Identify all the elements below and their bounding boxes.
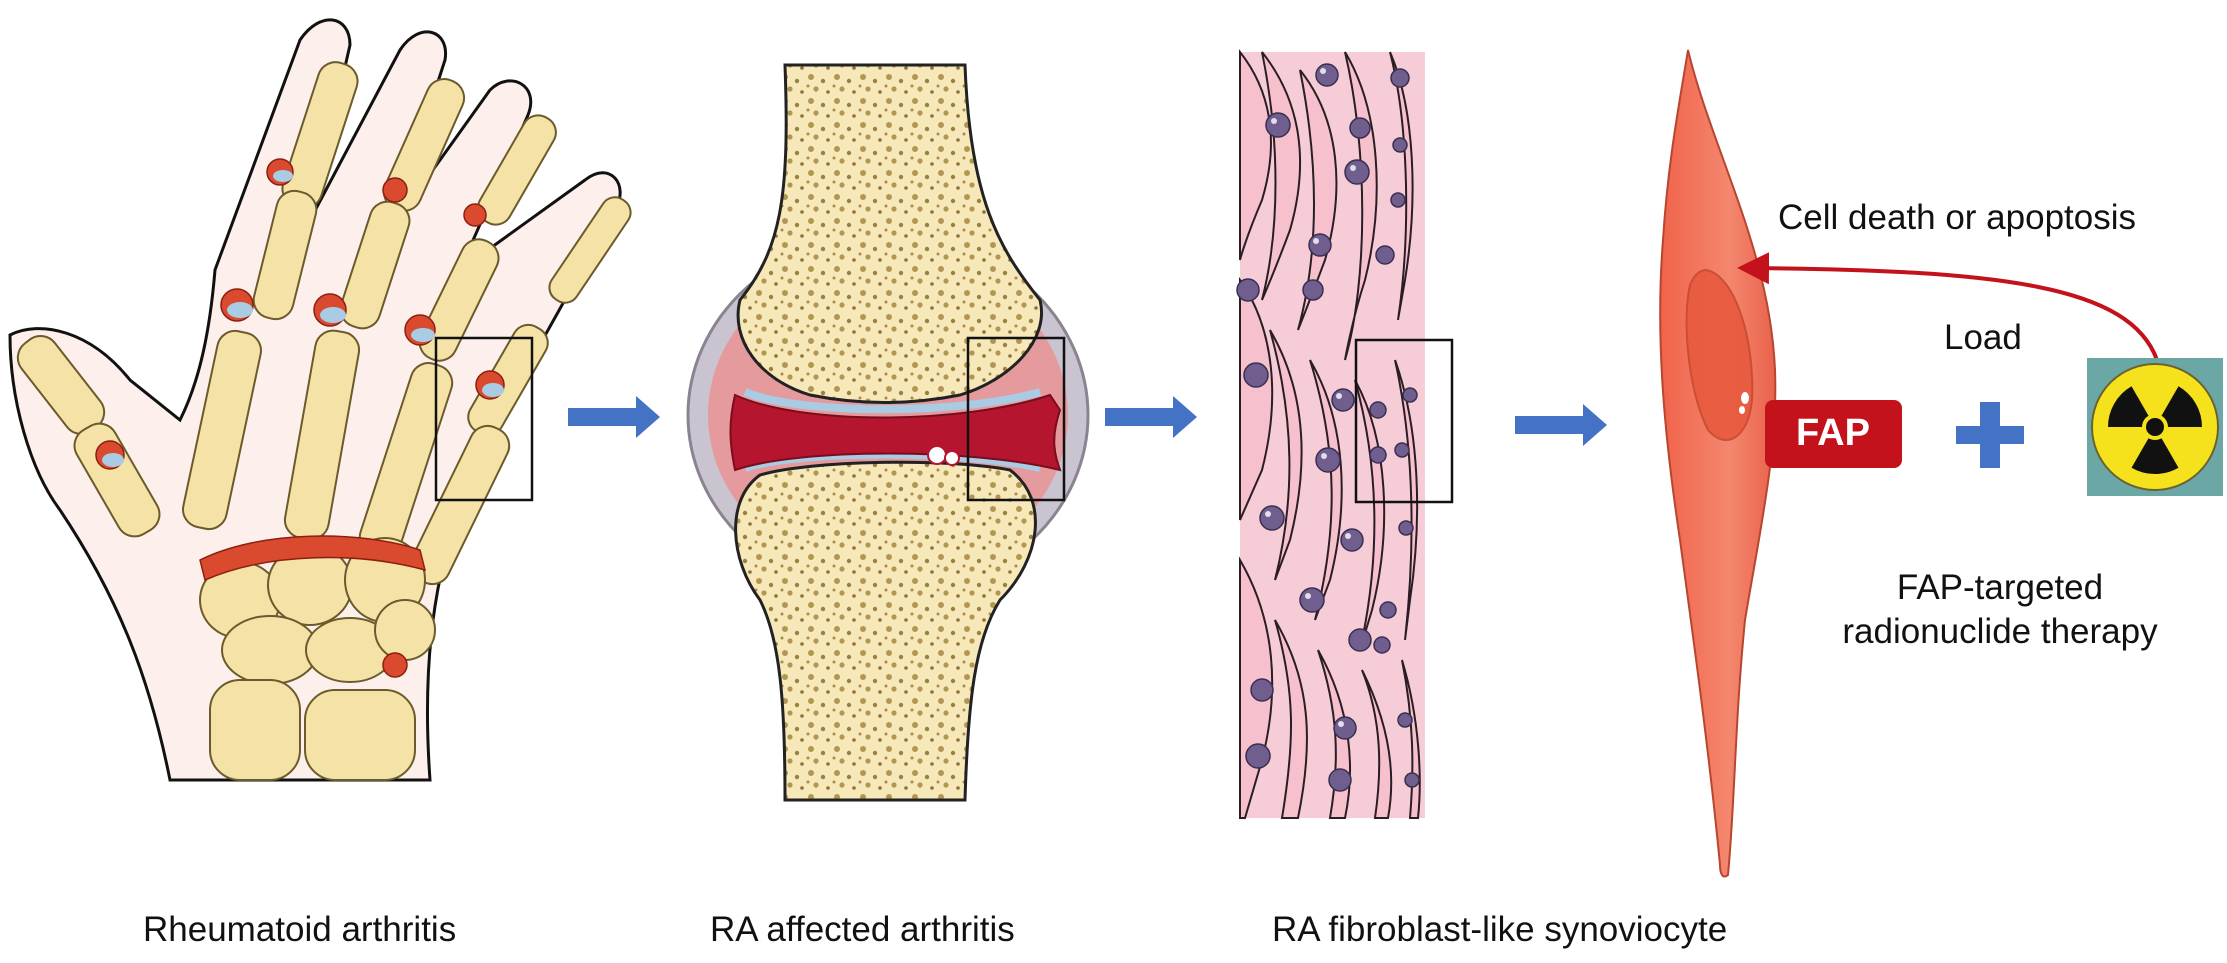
- hand-caption: Rheumatoid arthritis: [143, 910, 457, 949]
- cell-nucleus: [1685, 268, 1754, 441]
- cell-death-arrow: [1737, 252, 2159, 361]
- radiation-icon: [2087, 358, 2223, 496]
- arrow-right-icon: [1515, 404, 1607, 446]
- hand-illustration: [8, 18, 632, 782]
- tissue-illustration: [1236, 49, 1454, 819]
- joint-zoom-box: [966, 336, 1066, 502]
- fap-badge: FAP: [1765, 400, 1902, 468]
- inflamed-synovium: [729, 393, 1062, 472]
- therapy-label-line1: FAP-targeted: [1896, 568, 2104, 607]
- effect-label: Cell death or apoptosis: [1778, 198, 2136, 237]
- lower-bone: [734, 460, 1037, 802]
- upper-bone: [736, 63, 1043, 404]
- joint-illustration: [686, 63, 1090, 802]
- fibroblast-cell: [1659, 49, 1777, 878]
- joint-caption: RA affected arthritis: [710, 910, 1015, 949]
- load-label: Load: [1944, 318, 2022, 357]
- fap-label: FAP: [1796, 412, 1870, 454]
- hand-zoom-box: [434, 336, 534, 502]
- plus-icon: [1956, 402, 2024, 468]
- arrow-right-icon: [1105, 396, 1197, 438]
- tissue-zoom-box: [1354, 338, 1454, 504]
- therapy-label-line2: radionuclide therapy: [1842, 612, 2158, 651]
- tissue-caption: RA fibroblast-like synoviocyte: [1272, 910, 1728, 949]
- arrow-right-icon: [568, 396, 660, 438]
